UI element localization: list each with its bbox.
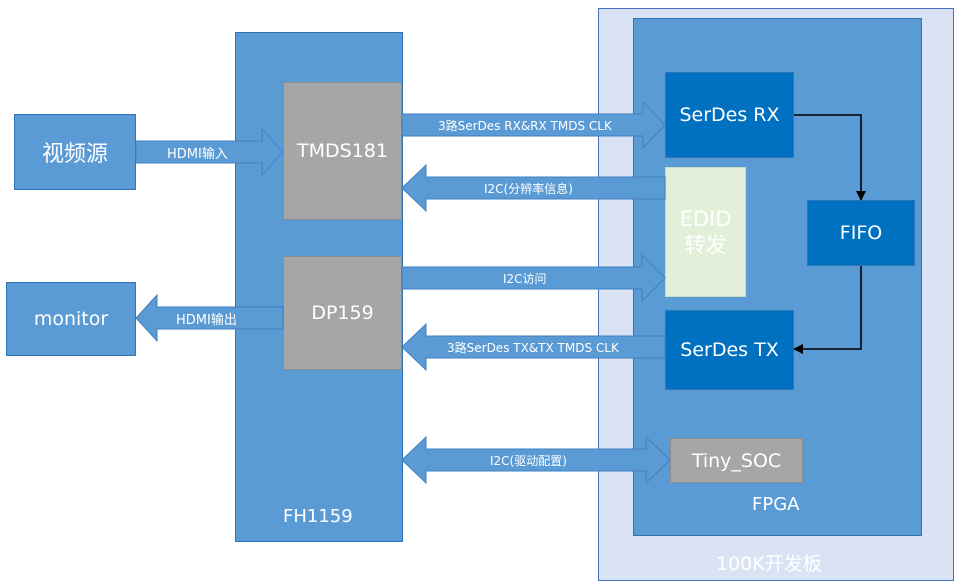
hdmi-in-arrow <box>135 127 284 177</box>
serdes-tx-block: SerDes TX <box>665 310 794 390</box>
edid-forward-block: EDID 转发 <box>665 167 746 297</box>
i2c-access-label: I2C访问 <box>503 272 547 286</box>
i2c-access-arrow <box>401 253 666 303</box>
video-source-block: 视频源 <box>14 114 136 190</box>
serdes-tx-label: 3路SerDes TX&TX TMDS CLK <box>447 341 619 355</box>
tiny-soc-block: Tiny_SOC <box>670 438 803 483</box>
serdes-rx-label: 3路SerDes RX&RX TMDS CLK <box>438 119 612 133</box>
hdmi-out-label: HDMI输出 <box>176 313 237 328</box>
i2c-driver-config-arrow <box>401 435 671 485</box>
fifo-block: FIFO <box>807 200 915 266</box>
hdmi-out-arrow <box>135 293 284 343</box>
serdes-tx-arrow <box>401 322 666 372</box>
monitor-block: monitor <box>6 282 136 356</box>
board-label: 100K开发板 <box>716 553 822 575</box>
serdes-rx-arrow <box>401 100 666 150</box>
dp159-block: DP159 <box>283 256 402 370</box>
serdes-rx-block: SerDes RX <box>665 72 794 158</box>
i2c-resolution-label: I2C(分辨率信息) <box>484 182 573 196</box>
fpga-label: FPGA <box>752 494 800 515</box>
fifo-to-tx-line <box>793 266 862 354</box>
fh1159-label: FH1159 <box>283 506 353 527</box>
rx-to-fifo-line <box>794 114 866 201</box>
i2c-driver-config-label: I2C(驱动配置) <box>490 454 567 468</box>
hdmi-in-label: HDMI输入 <box>167 147 228 162</box>
i2c-resolution-arrow <box>401 163 666 213</box>
tmds181-block: TMDS181 <box>283 82 402 220</box>
